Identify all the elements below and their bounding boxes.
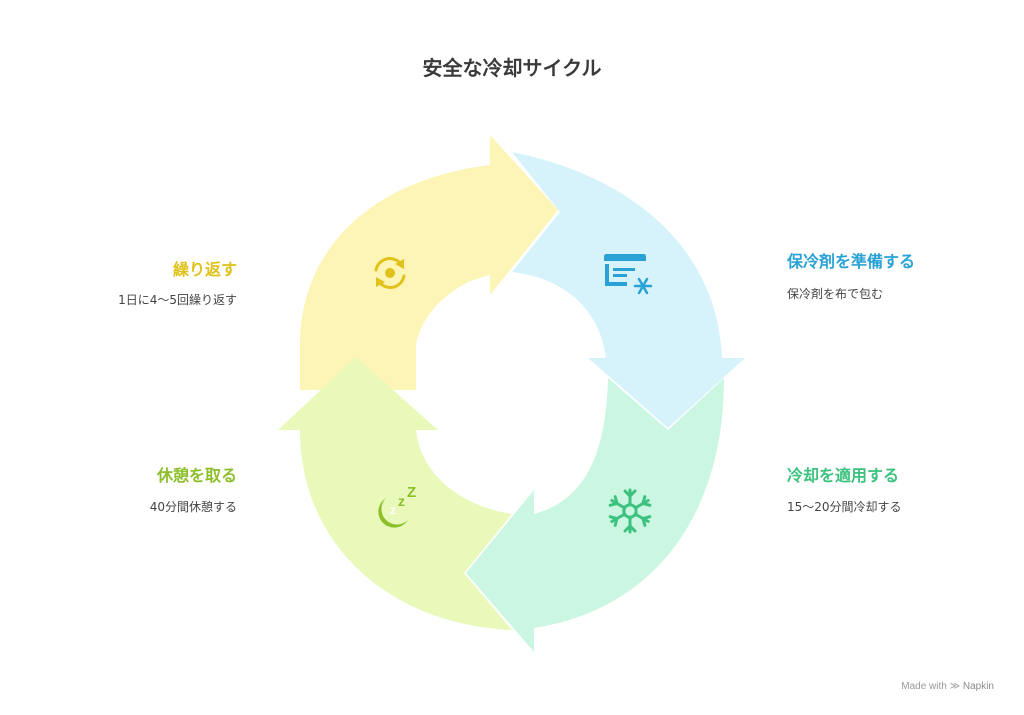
step-rest-label: 休憩を取る bbox=[156, 466, 237, 485]
step-prepare-desc: 保冷剤を布で包む bbox=[787, 287, 884, 301]
svg-text:z: z bbox=[390, 503, 396, 517]
arrow-prepare bbox=[512, 152, 745, 428]
svg-text:z: z bbox=[398, 493, 405, 509]
step-apply-desc: 15〜20分間冷却する bbox=[787, 500, 902, 514]
footer-credit: Made with ≫ Napkin bbox=[901, 681, 994, 692]
step-apply-label: 冷却を適用する bbox=[787, 466, 900, 485]
napkin-logo-icon: ≫ bbox=[949, 681, 961, 692]
footer-made-with: Made with bbox=[901, 681, 947, 692]
step-rest-desc: 40分間休憩する bbox=[149, 500, 237, 514]
arrow-repeat bbox=[300, 135, 558, 390]
diagram-title: 安全な冷却サイクル bbox=[422, 56, 602, 80]
step-repeat-desc: 1日に4〜5回繰り返す bbox=[118, 293, 237, 307]
step-prepare-label: 保冷剤を準備する bbox=[787, 252, 916, 271]
repeat-icon bbox=[374, 257, 406, 289]
step-repeat-label: 繰り返す bbox=[172, 260, 237, 279]
sleep-moon-icon: z z Z bbox=[378, 484, 416, 528]
svg-text:Z: Z bbox=[407, 484, 416, 501]
cooler-snow-icon bbox=[604, 254, 653, 295]
footer-brand: Napkin bbox=[962, 681, 994, 692]
arrow-apply bbox=[466, 378, 724, 652]
snowflake-icon bbox=[607, 488, 653, 534]
arrow-rest bbox=[278, 357, 512, 630]
